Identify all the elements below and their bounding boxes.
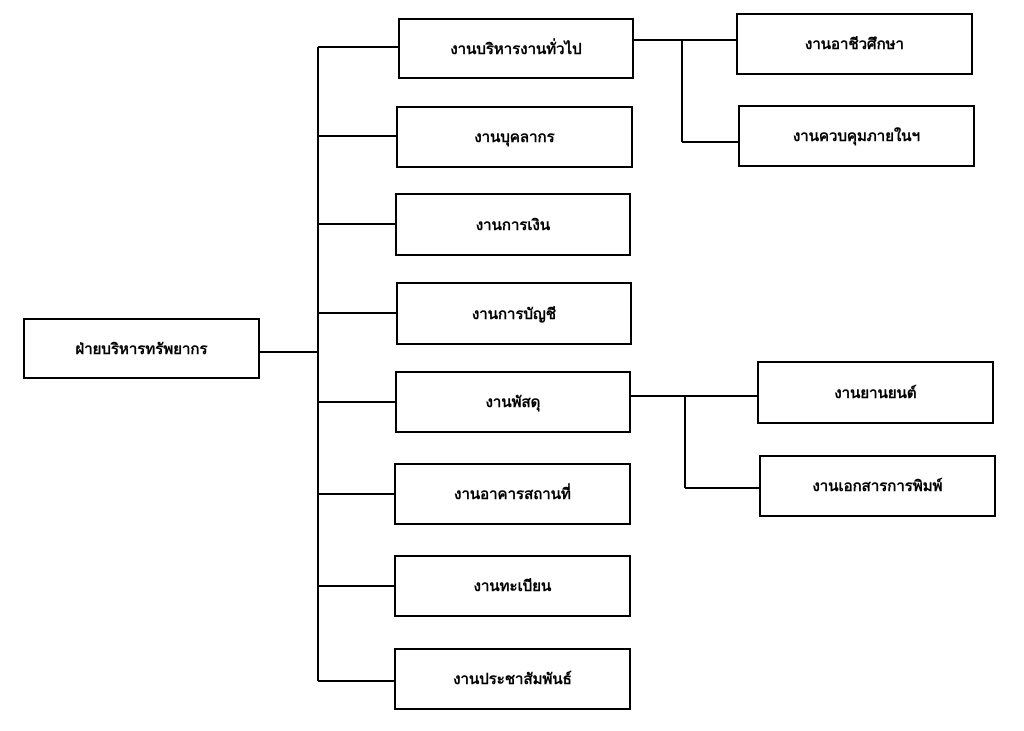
- child-node-buildings: งานอาคารสถานที่: [394, 463, 631, 525]
- child-node-label: งานการเงิน: [475, 215, 551, 234]
- sub-node-label: งานอาชีวศึกษา: [805, 35, 904, 53]
- child-node-label: งานบริหารงานทั่วไป: [450, 39, 582, 58]
- child-node-label: งานอาคารสถานที่: [454, 485, 571, 503]
- child-node-label: งานทะเบียน: [473, 577, 552, 595]
- child-node-supplies: งานพัสดุ: [395, 371, 631, 433]
- child-node-label: งานพัสดุ: [485, 393, 541, 411]
- sub-node-printing: งานเอกสารการพิมพ์: [759, 455, 996, 517]
- sub-node-vocational-education: งานอาชีวศึกษา: [736, 13, 973, 75]
- sub-node-internal-control: งานควบคุมภายในฯ: [738, 105, 975, 167]
- child-node-label: งานการบัญชี: [471, 304, 557, 323]
- child-node-general-admin: งานบริหารงานทั่วไป: [398, 18, 634, 79]
- child-node-finance: งานการเงิน: [395, 193, 631, 256]
- sub-node-vehicles: งานยานยนต์: [757, 361, 994, 424]
- child-node-label: งานบุคลากร: [474, 128, 555, 146]
- sub-node-label: งานควบคุมภายในฯ: [792, 127, 920, 145]
- child-node-label: งานประชาสัมพันธ์: [453, 670, 572, 688]
- sub-node-label: งานยานยนต์: [834, 383, 917, 402]
- sub-node-label: งานเอกสารการพิมพ์: [812, 477, 943, 495]
- child-node-registration: งานทะเบียน: [394, 555, 631, 617]
- root-node: ฝ่ายบริหารทรัพยากร: [23, 318, 260, 379]
- root-node-label: ฝ่ายบริหารทรัพยากร: [75, 339, 208, 358]
- child-node-personnel: งานบุคลากร: [396, 106, 633, 168]
- child-node-public-relations: งานประชาสัมพันธ์: [394, 648, 631, 710]
- child-node-accounting: งานการบัญชี: [396, 282, 632, 345]
